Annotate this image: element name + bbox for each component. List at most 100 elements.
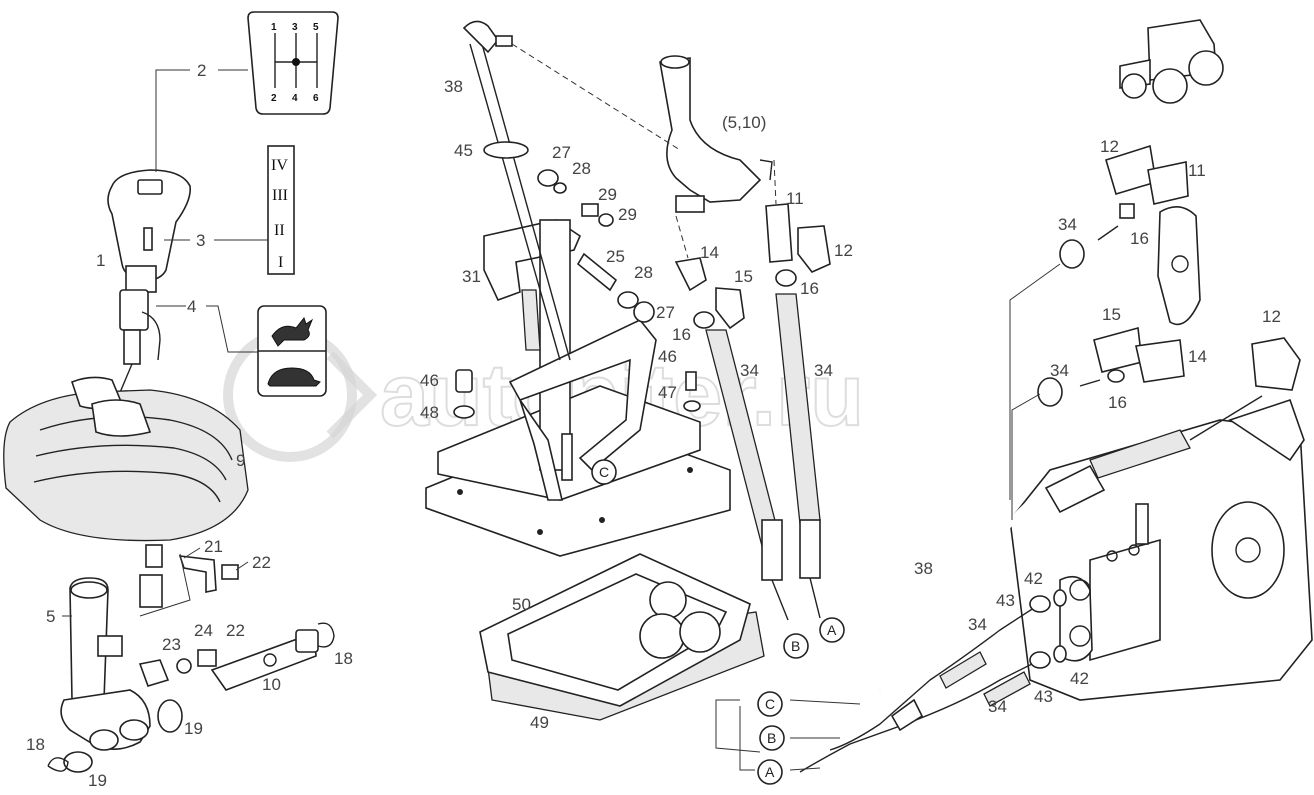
shift-label-6: 6: [313, 93, 319, 104]
part-label: 19: [88, 771, 107, 790]
part-label: 22: [252, 553, 271, 572]
part-label: 10: [262, 675, 281, 694]
part-label: 42: [1024, 569, 1043, 588]
part-label: 34: [1050, 361, 1069, 380]
shift-label-1: 1: [271, 22, 277, 33]
range-iv: IV: [271, 157, 288, 174]
shift-label-2: 2: [271, 93, 277, 104]
part-label: 34: [740, 361, 759, 380]
svg-text:A: A: [765, 764, 775, 780]
range-ii: II: [274, 222, 285, 239]
svg-text:B: B: [767, 730, 776, 746]
part-label: 43: [996, 591, 1015, 610]
part-label: 28: [572, 159, 591, 178]
lever-small-parts: [47, 544, 335, 773]
part-label: 38: [914, 559, 933, 578]
part-label: 3: [196, 231, 205, 250]
part-label: 23: [162, 635, 181, 654]
callout-a-middle: A: [819, 617, 845, 643]
part-label: 43: [1034, 687, 1053, 706]
part-label: 16: [1130, 229, 1149, 248]
part-label: 11: [786, 189, 804, 208]
part-label: 28: [634, 263, 653, 282]
part-label: 48: [420, 403, 439, 422]
speed-range-plate: [257, 305, 327, 397]
svg-text:C: C: [765, 696, 775, 712]
svg-text:B: B: [791, 638, 800, 654]
part-label: 12: [1262, 307, 1281, 326]
part-label: 18: [334, 649, 353, 668]
part-label: 31: [462, 267, 481, 286]
part-label: 45: [454, 141, 473, 160]
leader-lines: [62, 69, 268, 617]
range-plate: IV III II I: [267, 145, 295, 275]
part-label: 46: [658, 347, 677, 366]
svg-text:A: A: [827, 622, 837, 638]
part-label: 19: [184, 719, 203, 738]
part-label: 16: [800, 279, 819, 298]
part-label: 16: [672, 325, 691, 344]
part-label: 25: [606, 247, 625, 266]
shift-pattern-plate: 1 3 5 2 4 6: [247, 11, 339, 115]
part-label: (5,10): [722, 113, 766, 132]
gear-boot: [3, 376, 249, 542]
part-label: 46: [420, 371, 439, 390]
cover-plate-and-gasket: [479, 553, 765, 721]
part-label: 34: [814, 361, 833, 380]
part-label: 34: [968, 615, 987, 634]
tortoise-icon: [267, 367, 321, 387]
part-label: 42: [1070, 669, 1089, 688]
part-label: 11: [1188, 161, 1206, 180]
callout-b-lower: B: [759, 725, 785, 751]
part-label: 14: [700, 243, 719, 262]
shift-mechanism-bracket: [462, 20, 657, 501]
part-label: 2: [197, 61, 206, 80]
hare-icon: [271, 316, 314, 347]
part-label: 29: [598, 185, 617, 204]
gear-knob: [107, 169, 192, 403]
part-label: 29: [618, 205, 637, 224]
part-label: 21: [204, 537, 223, 556]
small-washers-middle: [453, 169, 701, 419]
shift-label-4: 4: [292, 93, 298, 104]
callout-c-lower: C: [757, 691, 783, 717]
part-label: 12: [834, 241, 853, 260]
shift-label-5: 5: [313, 22, 319, 33]
svg-text:C: C: [599, 464, 609, 480]
part-label: 15: [1102, 305, 1121, 324]
part-label: 49: [530, 713, 549, 732]
selector-lever-510: [659, 55, 773, 213]
part-labels: 2 3 1 4 9 5 21 22 23 24 22 18 10 19 18 1…: [26, 61, 1281, 790]
part-label: 14: [1188, 347, 1207, 366]
part-label: 12: [1100, 137, 1119, 156]
control-cables-right: [799, 395, 1263, 773]
range-iii: III: [272, 187, 288, 204]
part-label: 38: [444, 77, 463, 96]
callout-c-middle: C: [591, 459, 617, 485]
linkage-right: [1037, 144, 1301, 407]
part-label: 1: [96, 251, 105, 270]
callout-markers: C B A C B A: [591, 459, 845, 785]
part-label: 27: [552, 143, 571, 162]
part-label: 34: [988, 697, 1007, 716]
part-label: 22: [226, 621, 245, 640]
part-label: 4: [187, 297, 196, 316]
callout-a-lower: A: [757, 759, 783, 785]
part-label: 16: [1108, 393, 1127, 412]
range-i: I: [278, 254, 283, 271]
part-label: 47: [658, 383, 677, 402]
part-label: 15: [734, 267, 753, 286]
shift-cable-a: [765, 203, 831, 619]
part-label: 34: [1058, 215, 1077, 234]
part-label: 18: [26, 735, 45, 754]
connection-lines: [139, 43, 1061, 771]
part-label: 5: [46, 607, 55, 626]
shift-label-3: 3: [292, 22, 298, 33]
tractor-icon: [1119, 19, 1224, 104]
callout-b-middle: B: [783, 633, 809, 659]
lever-shaft: [60, 577, 151, 751]
shift-cable-b: [674, 257, 789, 621]
part-label: 9: [236, 451, 245, 470]
part-label: 27: [656, 303, 675, 322]
